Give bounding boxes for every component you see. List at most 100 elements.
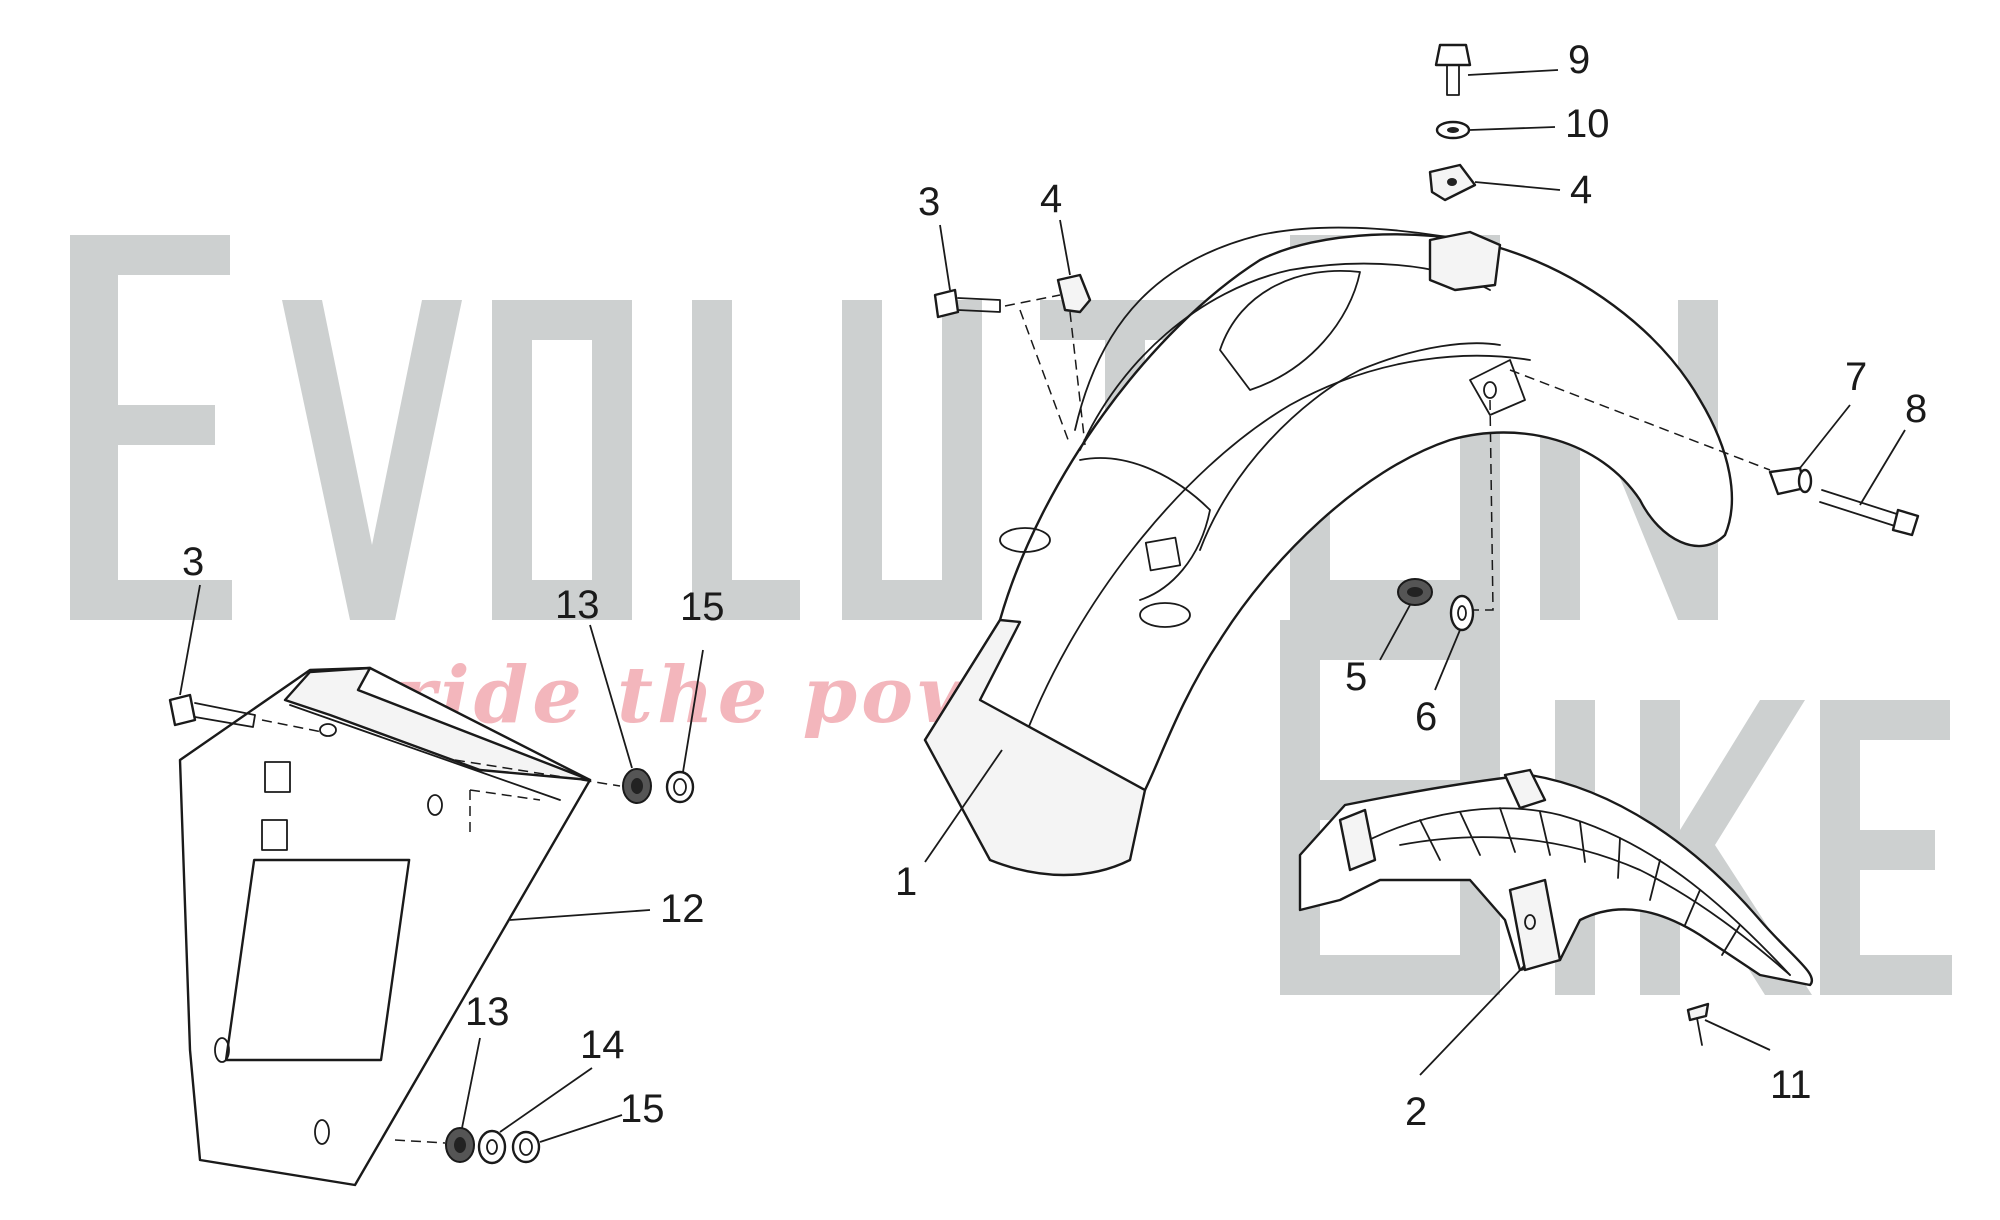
callout-13-upper: 13 [555,583,600,627]
callout-13-lower: 13 [465,990,510,1034]
clip-part-4-left [1056,273,1092,314]
callout-1: 1 [895,860,917,904]
grommet-hole [454,1137,466,1153]
mudguard-rib-4 [1539,811,1551,856]
mudguard-rib-5 [1579,821,1586,863]
bolt-head [1434,43,1472,67]
leader-3a [939,224,951,291]
washer-hole [1447,127,1459,133]
fender-cutout [1219,270,1361,391]
guide-to-spacer-7 [1509,369,1771,471]
nut-part-15-upper [665,770,695,804]
nut-inner [519,1138,533,1156]
leader-12 [509,909,651,921]
fender-rim-top [1074,226,1491,431]
washer-inner [1457,605,1467,621]
rear-fender-part-1 [923,226,1734,877]
callout-8: 8 [1905,387,1927,431]
washer-part-14 [477,1129,507,1165]
fender-tail-bump-1 [999,527,1051,553]
license-plate-holder-part-12 [178,666,592,1187]
clip-body [1056,273,1092,314]
leader-15b [539,1114,623,1143]
washer-inner [486,1139,498,1155]
mudguard-rib-7 [1649,859,1661,901]
callout-labels: 1 2 3 3 4 4 5 6 7 8 9 10 11 12 13 13 14 … [182,38,1927,1134]
leader-3b [179,584,201,696]
washer-part-6 [1449,594,1475,632]
leader-9 [1467,69,1559,76]
plate-holder-hole-1 [319,723,337,737]
callout-15-upper: 15 [680,585,725,629]
fender-channel-right [1199,342,1501,551]
callout-14: 14 [580,1023,625,1067]
nut-inner [673,778,687,796]
bolt-head [933,288,960,319]
fender-opening [1079,457,1211,601]
mudguard-mount-tab [1338,808,1377,872]
callout-4-fender: 4 [1040,177,1062,221]
watermark-letter-e [70,235,232,620]
mudguard-rib-2 [1459,811,1481,856]
callout-6: 6 [1415,695,1437,739]
plate-holder-hole-2 [427,794,443,816]
leader-5 [1379,604,1411,661]
spacer-end [1797,468,1813,494]
nut-part-15-lower [511,1130,541,1164]
plate-holder-hole-4 [314,1119,330,1145]
washer-outer [1449,594,1475,632]
callout-9: 9 [1568,38,1590,82]
mudguard-grid-line [1399,836,1791,976]
leader-7 [1799,404,1851,469]
leader-15a [682,649,704,773]
screw-shaft [1696,1017,1703,1046]
grommet-hole [1407,587,1423,597]
mudguard-rib-9 [1721,924,1741,956]
fender-tail-section [923,618,1147,877]
fender-bolt-hole [1483,381,1497,399]
mudguard-rib-8 [1684,889,1701,926]
bolt-shaft [957,297,1001,313]
guide-to-grommet-5 [1450,399,1494,611]
washer-part-10 [1435,120,1471,140]
leader-lines [179,69,1906,1143]
mudguard-bracket [1503,768,1547,810]
callout-4-top: 4 [1570,168,1592,212]
grommet-part-13-lower [445,1127,475,1163]
callout-3-plate: 3 [182,540,204,584]
leader-8 [1859,429,1906,506]
plate-holder-bracket-slot-1 [264,761,291,793]
watermark-letter-l [692,300,800,620]
guide-clip-4-left [1004,294,1086,446]
leader-14 [499,1067,593,1133]
grommet-part-13-upper [622,768,652,804]
callout-15-lower: 15 [620,1087,665,1131]
bolt-shaft [1446,64,1460,96]
fender-tail-bump-2 [1139,602,1191,628]
leader-10 [1469,126,1556,131]
bolt-part-3-right [933,288,1001,319]
mudguard-hole [1524,914,1536,930]
callout-11: 11 [1770,1063,1812,1107]
bolt-part-8 [1819,489,1920,537]
plate-holder-bracket-slot-2 [261,819,288,851]
guide-line-to-13-upper [454,759,621,787]
mudguard-rib-3 [1499,807,1516,853]
leader-2 [1419,964,1526,1076]
watermark-letter-v [282,300,462,620]
plate-holder-dashed-guide [469,789,541,835]
screw-head [1686,1002,1710,1022]
bolt-head [1891,508,1920,537]
leader-6 [1434,629,1461,691]
spacer-part-7 [1768,466,1813,496]
watermark-letter-o [492,300,632,620]
leader-13a [589,624,633,769]
fender-light-mount [1144,536,1182,572]
callout-12: 12 [660,887,705,931]
fender-side-tab [1469,359,1526,416]
washer-outer [477,1129,507,1165]
bolt-part-9 [1434,43,1472,96]
leader-4b [1474,181,1561,191]
watermark-letter-u [842,300,982,620]
